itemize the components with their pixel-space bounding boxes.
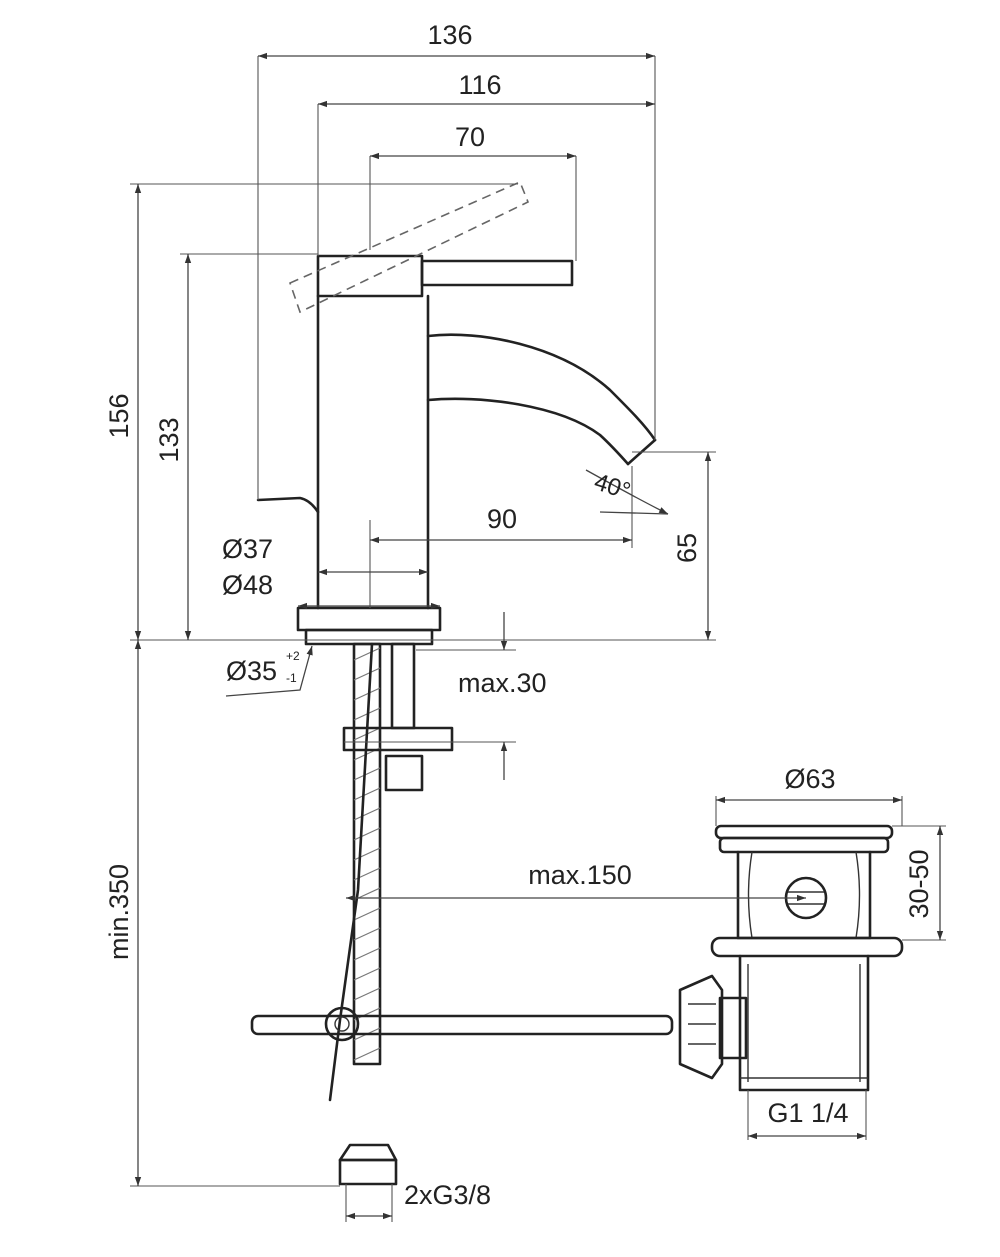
label-tol-lower: -1 [286,671,297,685]
label-d63: Ø63 [784,764,835,794]
waste-tail-detail [740,964,868,1082]
waste-flange [710,936,904,958]
label-65: 65 [672,533,702,563]
dimension-lines [134,52,944,1220]
label-tol-upper: +2 [286,649,300,663]
lever-handle [420,259,574,287]
label-156: 156 [104,393,134,438]
label-d37: Ø37 [222,534,273,564]
rod-clamp-screw [334,1016,350,1032]
waste-body [736,850,872,940]
faucet-body [256,180,657,646]
waste-cap-top [714,824,894,840]
label-max30: max.30 [458,668,547,698]
label-116: 116 [458,70,501,100]
label-90: 90 [487,504,517,534]
label-3050: 30-50 [904,849,934,918]
dim-leader-d35 [225,645,313,697]
underdeck-parts [250,642,674,1186]
lever-raised-outline [289,180,530,314]
rod-clamp [324,1006,360,1042]
base-ring [304,628,434,646]
hose-nut [338,1158,398,1186]
waste-pivot-slot [788,891,824,905]
hose-stem [352,642,382,1066]
label-40deg: 40° [591,468,634,505]
spout-bottom [426,397,630,466]
waste-body-contour [747,851,861,939]
pull-rod-nut-outer [718,996,748,1060]
dim-angle-ref [599,511,669,515]
label-min350: min.350 [104,864,134,960]
back-foot [256,496,320,514]
base-flange [296,606,442,632]
extension-lines [130,56,946,1222]
pull-rod-connector [678,974,724,1080]
waste-cap [718,836,890,854]
waste-tail [738,954,870,1092]
label-g114: G1 1/4 [767,1098,848,1128]
fixing-plate [342,726,454,752]
label-2xg38: 2xG3/8 [404,1180,491,1210]
spout-top [426,333,657,442]
waste-assembly [678,824,904,1092]
label-133: 133 [154,417,184,462]
connector-ribs [688,1003,716,1045]
pull-rod [328,642,374,1102]
label-d48: Ø48 [222,570,273,600]
label-70: 70 [455,122,485,152]
hose-ferrule [338,1143,398,1162]
label-d35: Ø35 [226,656,277,686]
fixing-nut [384,754,424,792]
dim-arc-40 [585,469,669,515]
dimension-labels: 136 116 70 156 133 40° 90 65 Ø37 Ø48 Ø35… [104,20,934,1210]
label-max150: max.150 [528,860,632,890]
fixing-stud [390,642,416,730]
horizontal-rod [250,1014,674,1036]
handle-hub [316,254,424,298]
label-136: 136 [427,20,472,50]
